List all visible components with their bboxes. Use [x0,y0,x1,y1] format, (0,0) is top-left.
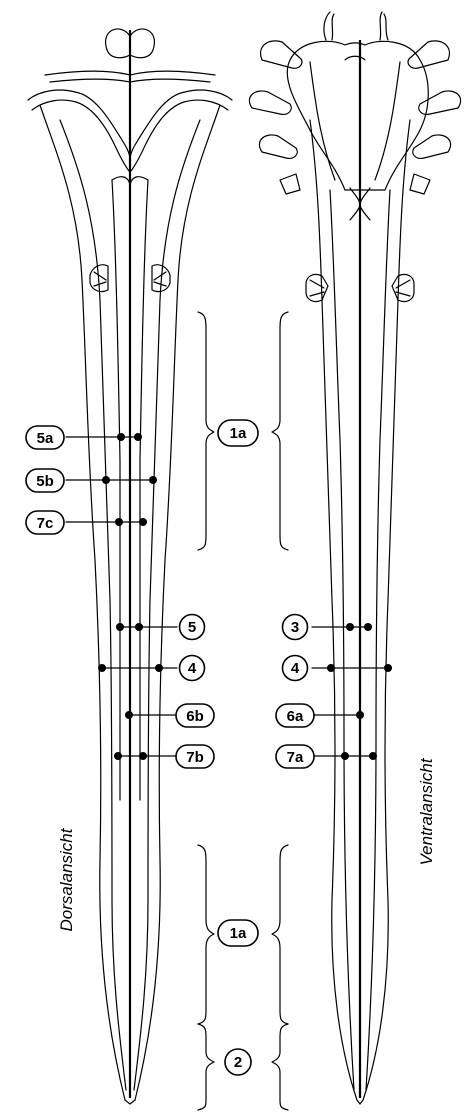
label-5: 5 [178,613,206,641]
ventral-cord-outline-left [309,119,358,1101]
point-5a-right [134,433,142,441]
point-5b-right [149,476,157,484]
point-4v-left [327,664,335,672]
label-3: 3 [281,613,309,641]
point-4v-right [384,664,392,672]
ventral-bracket-upper [271,311,289,551]
dorsal-bracket-lower [197,844,215,1025]
dorsal-view-title: Dorsalansicht [57,827,76,931]
point-7a-left [341,752,349,760]
label-7b: 7b [175,744,215,769]
label-1a-lower: 1a [217,919,259,947]
point-3-left [346,623,354,631]
ventral-bracket-lower [271,844,289,1025]
label-7c: 7c [25,510,65,535]
label-4-dorsal-text: 4 [188,660,197,677]
label-2-text: 2 [234,1054,242,1071]
ventral-nerve-stumps-right [407,40,462,195]
point-5a-left [117,433,125,441]
label-6a: 6a [275,703,315,728]
label-4-dorsal: 4 [178,654,206,682]
label-6a-text: 6a [287,708,304,725]
ventral-head-outline [286,40,429,191]
point-3-right [364,623,372,631]
label-2: 2 [224,1048,252,1076]
point-5-left [116,623,124,631]
label-4-ventral: 4 [281,654,309,682]
point-7a-right [369,752,377,760]
label-5-text: 5 [188,619,196,636]
point-7c-left [115,518,123,526]
leaders [65,433,392,760]
label-6b-text: 6b [186,708,204,725]
label-7a: 7a [275,744,315,769]
dorsal-root-left [89,264,109,293]
label-1a-lower-text: 1a [230,925,247,942]
label-3-text: 3 [291,619,299,636]
label-1a-upper: 1a [217,419,259,447]
point-4d-right [155,664,163,672]
point-6b [125,711,133,719]
point-7c-right [139,518,147,526]
ventral-view [248,11,462,1111]
point-4d-left [98,664,106,672]
label-5b-text: 5b [36,473,54,490]
ventral-view-title: Ventralansicht [417,757,436,865]
label-5a-text: 5a [37,430,54,447]
ventral-cord-outline-right [362,119,411,1101]
dorsal-view [27,28,233,1111]
point-7b-left [114,752,122,760]
label-5a: 5a [25,425,65,450]
dorsal-bracket-upper [197,311,215,551]
label-6b: 6b [175,703,215,728]
label-7c-text: 7c [37,515,54,532]
label-1a-upper-text: 1a [230,425,247,442]
dorsal-cord-outline-left [39,104,126,1101]
point-6a [356,711,364,719]
ventral-root-right [391,273,415,303]
point-5b-left [102,476,110,484]
ventral-root-left [305,273,329,303]
ventral-nerve-stumps-left [248,40,303,195]
point-5-right [135,623,143,631]
dorsal-head-outline [104,28,156,59]
label-7a-text: 7a [287,749,304,766]
label-5b: 5b [25,468,65,493]
label-7b-text: 7b [186,749,204,766]
dorsal-root-right [151,264,171,293]
label-4-ventral-text: 4 [291,660,300,677]
point-7b-right [139,752,147,760]
dorsal-cord-outline-right [134,104,221,1101]
